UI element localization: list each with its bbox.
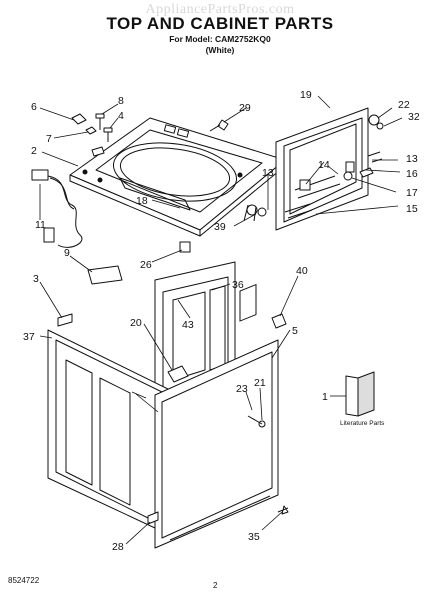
callout-20: 20 [130,317,142,329]
model-info: For Model: CAM2752KQ0 (White) [0,34,440,56]
callout-29: 29 [239,102,251,114]
callout-4: 4 [118,110,124,122]
callout-2: 2 [31,145,37,157]
callout-19: 19 [300,89,312,101]
diagram-title: TOP AND CABINET PARTS [106,14,334,33]
callout-28: 28 [112,541,124,553]
callout-40: 40 [296,265,308,277]
model-line: For Model: CAM2752KQ0 [169,34,271,44]
callout-21: 21 [254,377,266,389]
screw [277,505,289,515]
callout-26: 26 [140,259,152,271]
hinge [271,313,287,329]
clip [147,511,159,525]
callout-39: 39 [214,221,226,233]
page-number: 2 [213,581,218,590]
part-number: 8524722 [8,576,40,585]
callout-15: 15 [406,203,418,215]
callout-8: 8 [118,95,124,107]
callout-13-left: 13 [262,167,274,179]
callout-3: 3 [33,273,39,285]
callout-17: 17 [406,187,418,199]
lid [275,107,369,231]
callout-5: 5 [292,325,298,337]
callout-37: 37 [23,331,35,343]
left-side-panel [47,313,171,536]
bracket [167,365,189,383]
callout-13-right: 13 [406,153,418,165]
callout-7: 7 [46,133,52,145]
callout-14: 14 [318,159,330,171]
leader-lines [39,95,403,545]
front-cabinet-panel [154,284,279,549]
callout-9: 9 [64,247,70,259]
watermark: AppliancePartsPros.com [145,2,295,17]
callout-22: 22 [398,99,410,111]
label-tag [87,265,123,285]
wire-harness [31,169,83,248]
callout-32: 32 [408,111,420,123]
callout-16: 16 [406,168,418,180]
callouts: 6 8 4 7 2 11 29 19 22 32 13 14 16 17 15 … [23,89,420,553]
callout-1: 1 [322,391,328,403]
callout-18: 18 [136,195,148,207]
callout-6: 6 [31,101,37,113]
pad [179,241,191,253]
top-small-parts [71,113,258,222]
callout-11: 11 [35,219,46,231]
callout-35: 35 [248,531,260,543]
color-line: (White) [205,45,235,55]
cabinet-top [69,117,286,237]
callout-43: 43 [182,319,194,331]
callout-23: 23 [236,383,248,395]
literature-label: Literature Parts [340,420,385,427]
literature-booklet [345,371,375,417]
callout-36: 36 [232,279,244,291]
